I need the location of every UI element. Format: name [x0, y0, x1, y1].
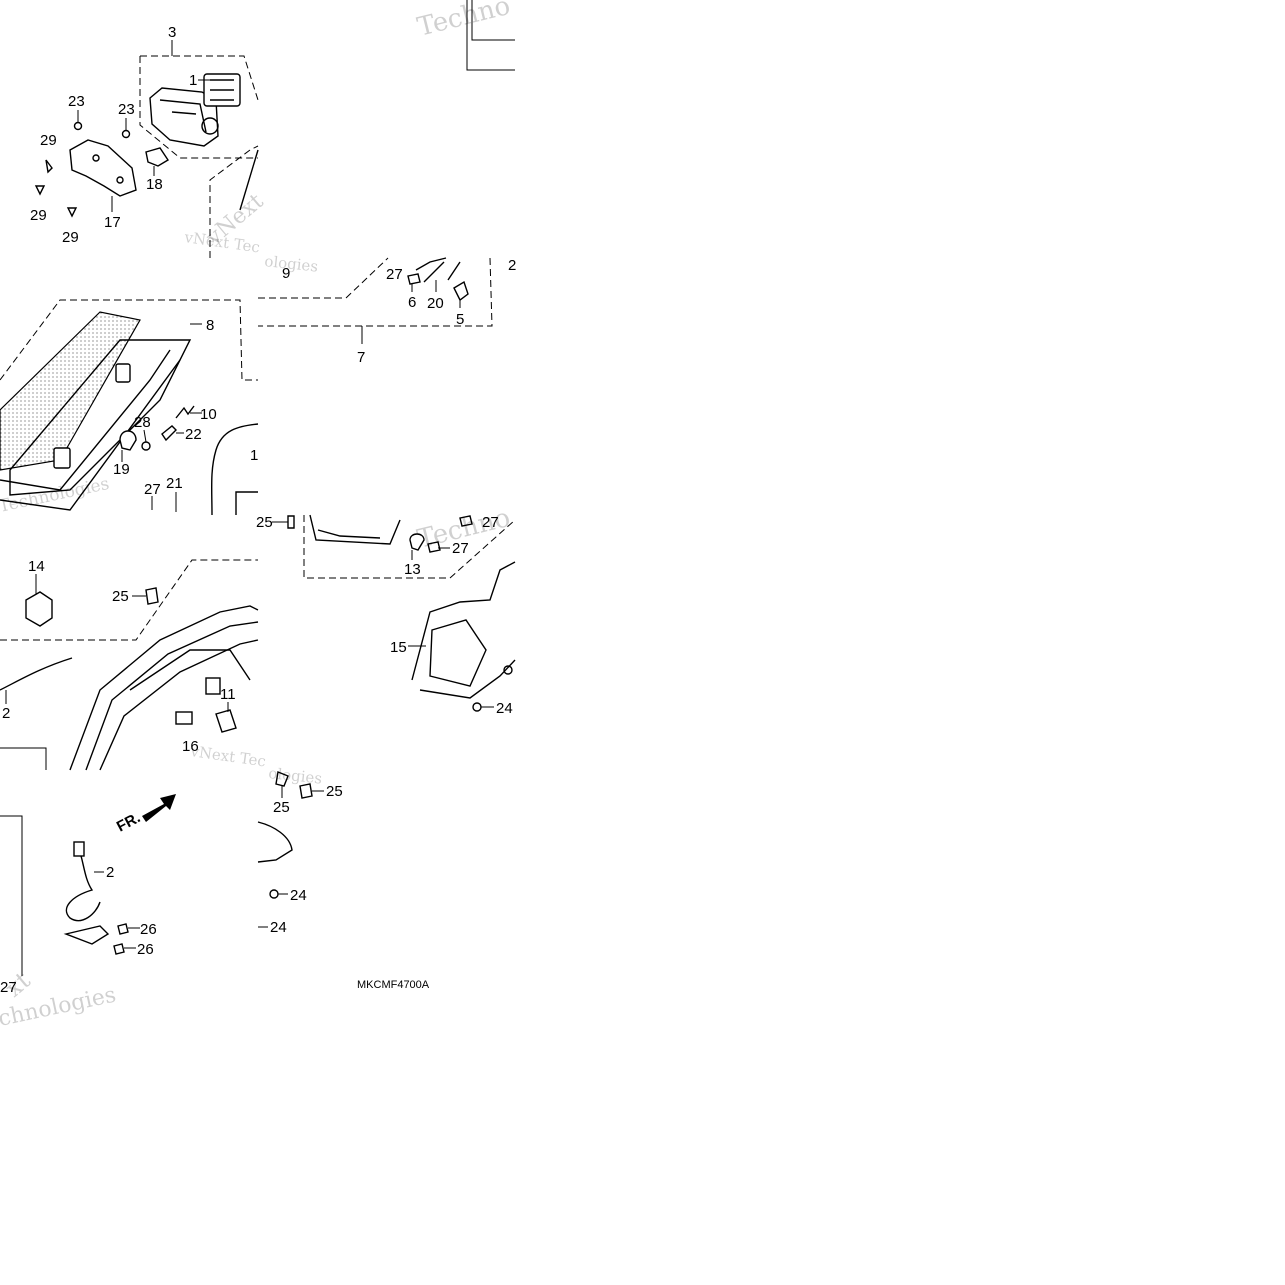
callout-28: 28 [134, 414, 151, 431]
callout-3: 3 [168, 24, 176, 41]
callout-24: 24 [496, 700, 513, 717]
actuator-assembly [149, 73, 241, 147]
callout-2: 2 [106, 864, 114, 881]
callout-27: 27 [0, 979, 17, 996]
callout-23: 23 [118, 101, 135, 118]
callout-14: 14 [28, 558, 45, 575]
callout-8: 8 [206, 317, 214, 334]
callout-29: 29 [30, 207, 47, 224]
inner-panel [411, 561, 516, 699]
watermark: Technologies [0, 474, 111, 517]
callout-27: 27 [452, 540, 469, 557]
callout-labels: 3 1 23 23 29 29 29 18 17 8 10 22 28 19 2… [0, 24, 516, 996]
tile-center-left [0, 559, 259, 771]
callout-1: 1 [250, 447, 258, 464]
callout-15: 15 [390, 639, 407, 656]
callout-24: 24 [270, 919, 287, 936]
callout-29: 29 [62, 229, 79, 246]
callout-25: 25 [256, 514, 273, 531]
callout-5: 5 [456, 311, 464, 328]
tile-top-left [34, 40, 259, 258]
callout-29: 29 [40, 132, 57, 149]
diagram-code: MKCMF4700A [357, 979, 430, 991]
callout-22: 22 [185, 426, 202, 443]
callout-27: 27 [144, 481, 161, 498]
callout-26: 26 [140, 921, 157, 938]
callout-11: 11 [220, 686, 236, 703]
callout-16: 16 [182, 738, 199, 755]
callout-6: 6 [408, 294, 416, 311]
callout-26: 26 [137, 941, 154, 958]
callout-27: 27 [386, 266, 403, 283]
tile-middle-right [258, 257, 493, 344]
tile-middle-left [0, 299, 259, 516]
watermark: Techno [414, 0, 513, 43]
tile-bottom-left [0, 794, 176, 976]
callout-1: 1 [189, 72, 197, 89]
callout-18: 18 [146, 176, 163, 193]
callout-7: 7 [357, 349, 365, 366]
tile-top-right [466, 0, 515, 71]
tile-bottom-right [257, 771, 324, 928]
callout-10: 10 [200, 406, 217, 423]
front-arrow-icon [142, 794, 176, 822]
callout-23: 23 [68, 93, 85, 110]
callout-20: 20 [427, 295, 444, 312]
trunk-lid-panel [0, 311, 192, 511]
rear-housing [69, 605, 259, 771]
watermark: ologies [264, 252, 319, 276]
callout-13: 13 [404, 561, 421, 578]
watermark: vNext Tec [188, 742, 267, 771]
callout-25: 25 [112, 588, 129, 605]
callout-2: 2 [2, 705, 10, 722]
callout-25: 25 [326, 783, 343, 800]
callout-21: 21 [166, 475, 183, 492]
callout-27: 27 [482, 514, 499, 531]
watermark: xt [0, 966, 36, 1003]
watermark: ologies [268, 764, 323, 788]
callout-2: 2 [508, 257, 516, 274]
front-marker: FR. [114, 809, 143, 835]
callout-17: 17 [104, 214, 121, 231]
callout-19: 19 [113, 461, 130, 478]
callout-9: 9 [282, 265, 290, 282]
bracket-part [69, 139, 137, 197]
tile-center-right [272, 514, 516, 712]
callout-25: 25 [273, 799, 290, 816]
wire-harness [63, 841, 110, 945]
callout-24: 24 [290, 887, 307, 904]
